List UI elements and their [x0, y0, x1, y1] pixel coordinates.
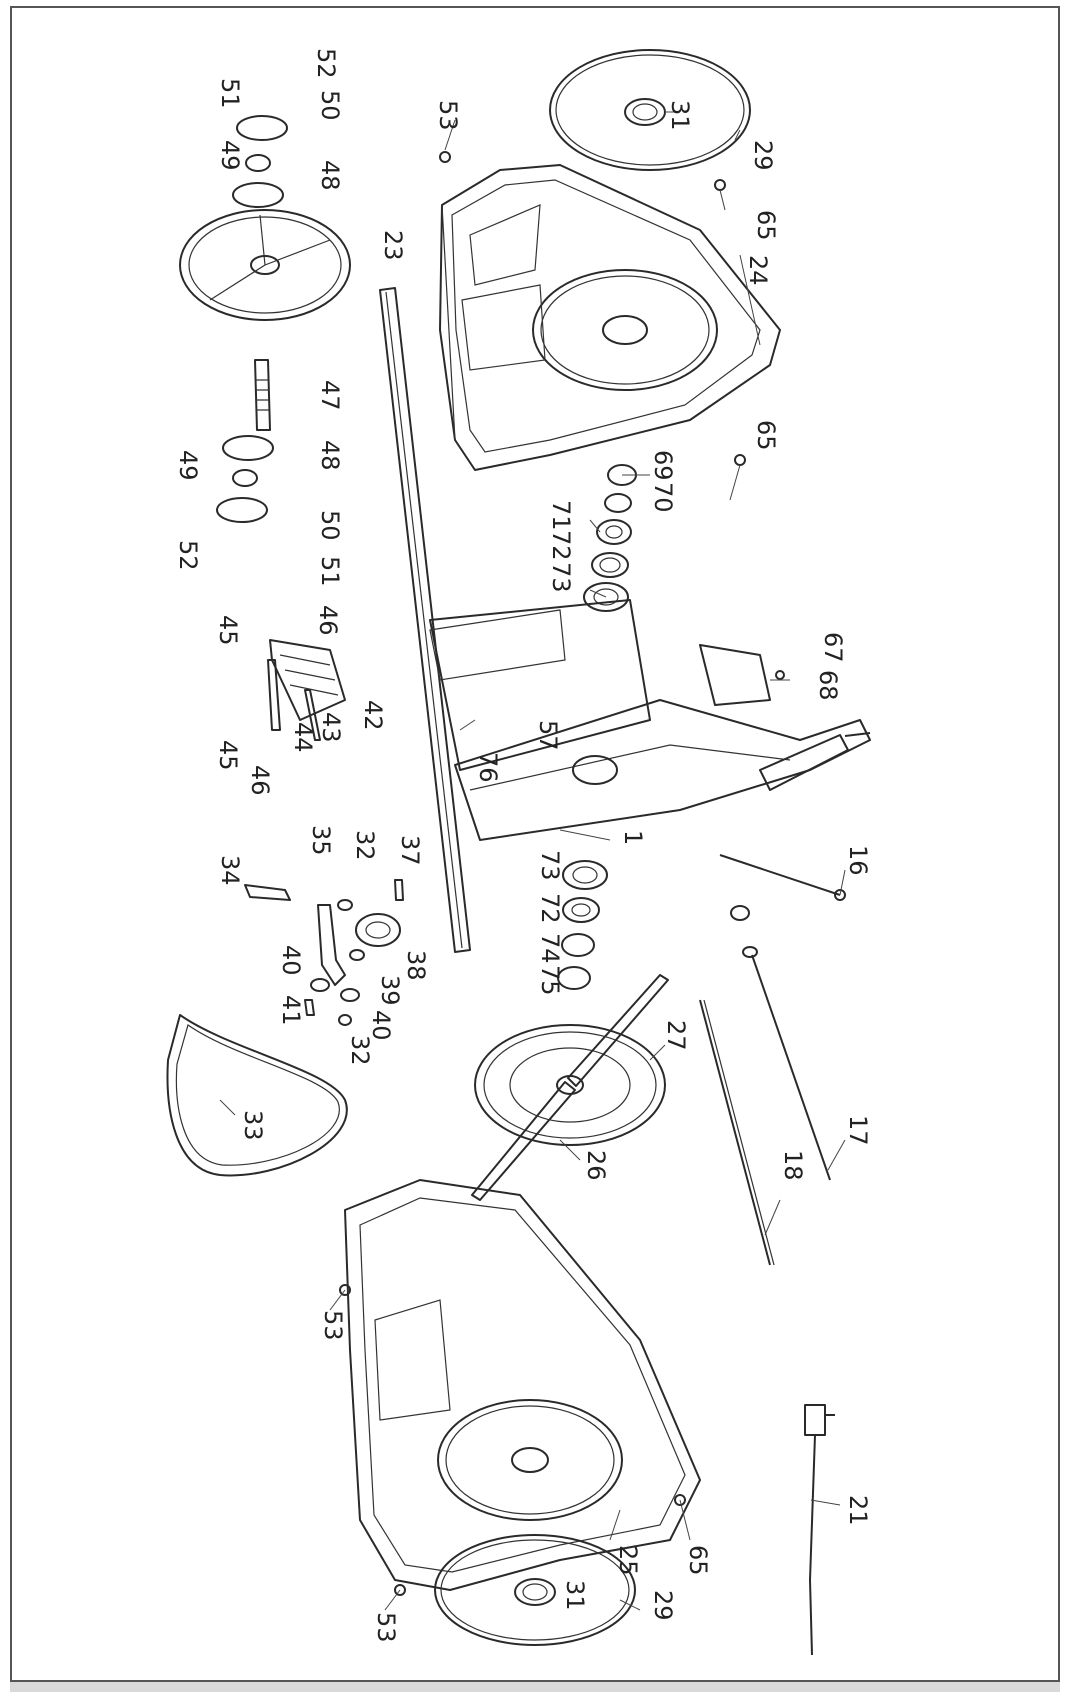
callout-71: 71 [547, 500, 575, 531]
callout-75: 75 [536, 965, 564, 996]
callout-23: 23 [379, 230, 407, 261]
callout-46: 46 [246, 765, 274, 796]
part-21-power-adapter [804, 1404, 835, 1656]
part-33-belt [166, 1014, 348, 1177]
part-25-housing-left [344, 1179, 701, 1591]
callout-29: 29 [649, 1590, 677, 1621]
callout-47: 47 [316, 380, 344, 411]
bottom-strip [10, 1682, 1060, 1692]
callout-65: 65 [752, 210, 780, 241]
callout-70: 70 [649, 482, 677, 513]
callout-17: 17 [844, 1115, 872, 1146]
callout-45: 45 [214, 615, 242, 646]
callout-34: 34 [216, 855, 244, 886]
callout-49: 49 [216, 140, 244, 171]
callout-41: 41 [277, 995, 305, 1026]
callout-43: 43 [317, 712, 345, 743]
callout-68: 68 [814, 670, 842, 701]
callout-51: 51 [216, 78, 244, 109]
part-27-pulley-26-crank [471, 974, 669, 1201]
callout-48: 48 [316, 160, 344, 191]
callout-33: 33 [239, 1110, 267, 1141]
callout-46: 46 [314, 605, 342, 636]
callout-39: 39 [376, 975, 404, 1006]
tensioner-assembly [244, 879, 404, 1026]
callout-65: 65 [684, 1545, 712, 1576]
part-29-cover-disc-bottom [434, 1534, 636, 1646]
callout-27: 27 [662, 1020, 690, 1051]
cables-16-17-18 [699, 854, 846, 1266]
callout-53: 53 [319, 1310, 347, 1341]
callout-31: 31 [666, 100, 694, 131]
callout-21: 21 [844, 1495, 872, 1526]
callout-labels: 31 29 65 53 24 65 69 70 71 72 73 67 68 5… [174, 48, 872, 1643]
callout-35: 35 [307, 825, 335, 856]
callout-49: 49 [174, 450, 202, 481]
bearing-stack-lower [557, 860, 608, 990]
callout-53: 53 [372, 1612, 400, 1643]
callout-40: 40 [367, 1010, 395, 1041]
callout-1: 1 [619, 830, 647, 845]
callout-18: 18 [779, 1150, 807, 1181]
callout-50: 50 [316, 90, 344, 121]
part-1-main-frame [379, 287, 871, 953]
callout-65: 65 [752, 420, 780, 451]
callout-16: 16 [844, 845, 872, 876]
callout-29: 29 [749, 140, 777, 171]
callout-25: 25 [614, 1545, 642, 1576]
callout-69: 69 [649, 450, 677, 481]
bearing-stack-upper [583, 464, 637, 612]
part-42-magnet-bracket [267, 639, 346, 741]
callout-44: 44 [289, 722, 317, 753]
callout-52: 52 [174, 540, 202, 571]
callout-73: 73 [547, 562, 575, 593]
callout-24: 24 [744, 255, 772, 286]
callout-50: 50 [316, 510, 344, 541]
callout-45: 45 [214, 740, 242, 771]
part-23-flywheel-assembly [179, 115, 351, 523]
callout-38: 38 [402, 950, 430, 981]
callout-74: 74 [536, 933, 564, 964]
part-29-cover-disc-top [549, 49, 751, 171]
callout-53: 53 [434, 100, 462, 131]
callout-76: 76 [474, 752, 502, 783]
callout-37: 37 [396, 835, 424, 866]
diagram-frame [10, 6, 1060, 1682]
callout-52: 52 [312, 48, 340, 79]
callout-31: 31 [561, 1580, 589, 1611]
callout-26: 26 [582, 1150, 610, 1181]
callout-42: 42 [359, 700, 387, 731]
callout-67: 67 [819, 632, 847, 663]
callout-51: 51 [316, 556, 344, 587]
part-24-housing-right [439, 164, 781, 471]
callout-72: 72 [547, 530, 575, 561]
callout-72: 72 [536, 893, 564, 924]
leader-lines [219, 111, 846, 1611]
callout-48: 48 [316, 440, 344, 471]
callout-73: 73 [536, 850, 564, 881]
callout-32: 32 [351, 830, 379, 861]
callout-57: 57 [534, 720, 562, 751]
callout-32: 32 [346, 1035, 374, 1066]
callout-40: 40 [277, 945, 305, 976]
